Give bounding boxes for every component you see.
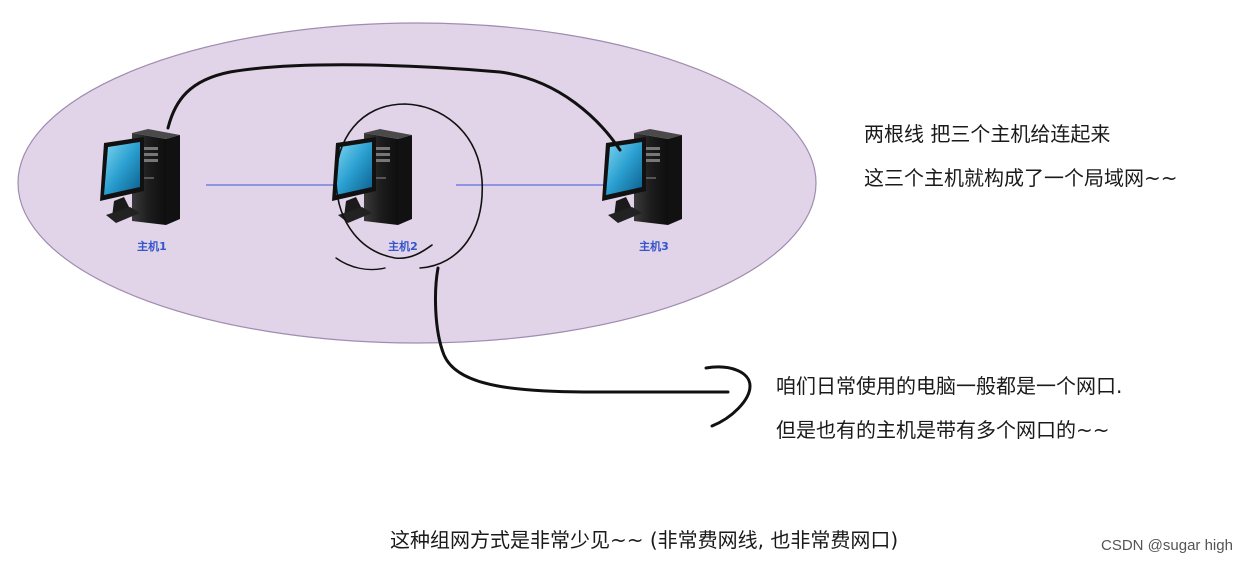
- host-1-label: 主机1: [137, 239, 167, 253]
- annotation-top-right-line-1: 两根线 把三个主机给连起来: [864, 122, 1111, 146]
- annotation-bottom: 这种组网方式是非常少见~~ (非常费网线, 也非常费网口): [390, 528, 899, 552]
- host-2-label: 主机2: [388, 239, 418, 253]
- watermark: CSDN @sugar high: [1101, 537, 1233, 554]
- annotation-middle-right-line-1: 咱们日常使用的电脑一般都是一个网口.: [776, 374, 1123, 398]
- handdrawn-arrow-stem: [434, 266, 730, 394]
- annotation-middle-right: 咱们日常使用的电脑一般都是一个网口. 但是也有的主机是带有多个网口的~~: [776, 364, 1122, 452]
- annotation-middle-right-line-2: 但是也有的主机是带有多个网口的~~: [776, 418, 1110, 442]
- handdrawn-arc-connecting-hosts: [166, 63, 622, 152]
- annotation-top-right: 两根线 把三个主机给连起来 这三个主机就构成了一个局域网~~: [864, 112, 1178, 200]
- handdrawn-circle-around-host-2: [335, 103, 483, 269]
- annotation-top-right-line-2: 这三个主机就构成了一个局域网~~: [864, 166, 1178, 190]
- lan-ellipse: [17, 22, 817, 344]
- handdrawn-scribble-under-host-2: [335, 257, 386, 271]
- host-3-label: 主机3: [639, 239, 669, 253]
- handdrawn-arrowhead: [704, 365, 752, 428]
